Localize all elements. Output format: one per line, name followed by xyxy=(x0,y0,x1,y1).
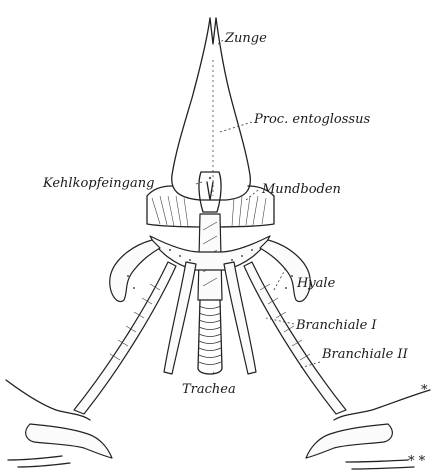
label-branchiale-2: Branchiale II xyxy=(322,348,408,361)
label-zunge: Zunge xyxy=(225,32,267,45)
label-branchiale-1: Branchiale I xyxy=(296,319,377,332)
label-mundboden: Mundboden xyxy=(262,183,341,196)
asterisk-mark: * xyxy=(421,384,428,397)
label-proc-entoglossus: Proc. entoglossus xyxy=(254,113,370,126)
label-trachea: Trachea xyxy=(182,383,236,396)
trachea xyxy=(198,300,222,374)
laryngeal-entrance xyxy=(199,172,221,212)
label-kehlkopfeingang: Kehlkopfeingang xyxy=(43,177,154,190)
label-hyale: Hyale xyxy=(297,277,335,290)
double-asterisk-mark: * * xyxy=(408,455,425,468)
